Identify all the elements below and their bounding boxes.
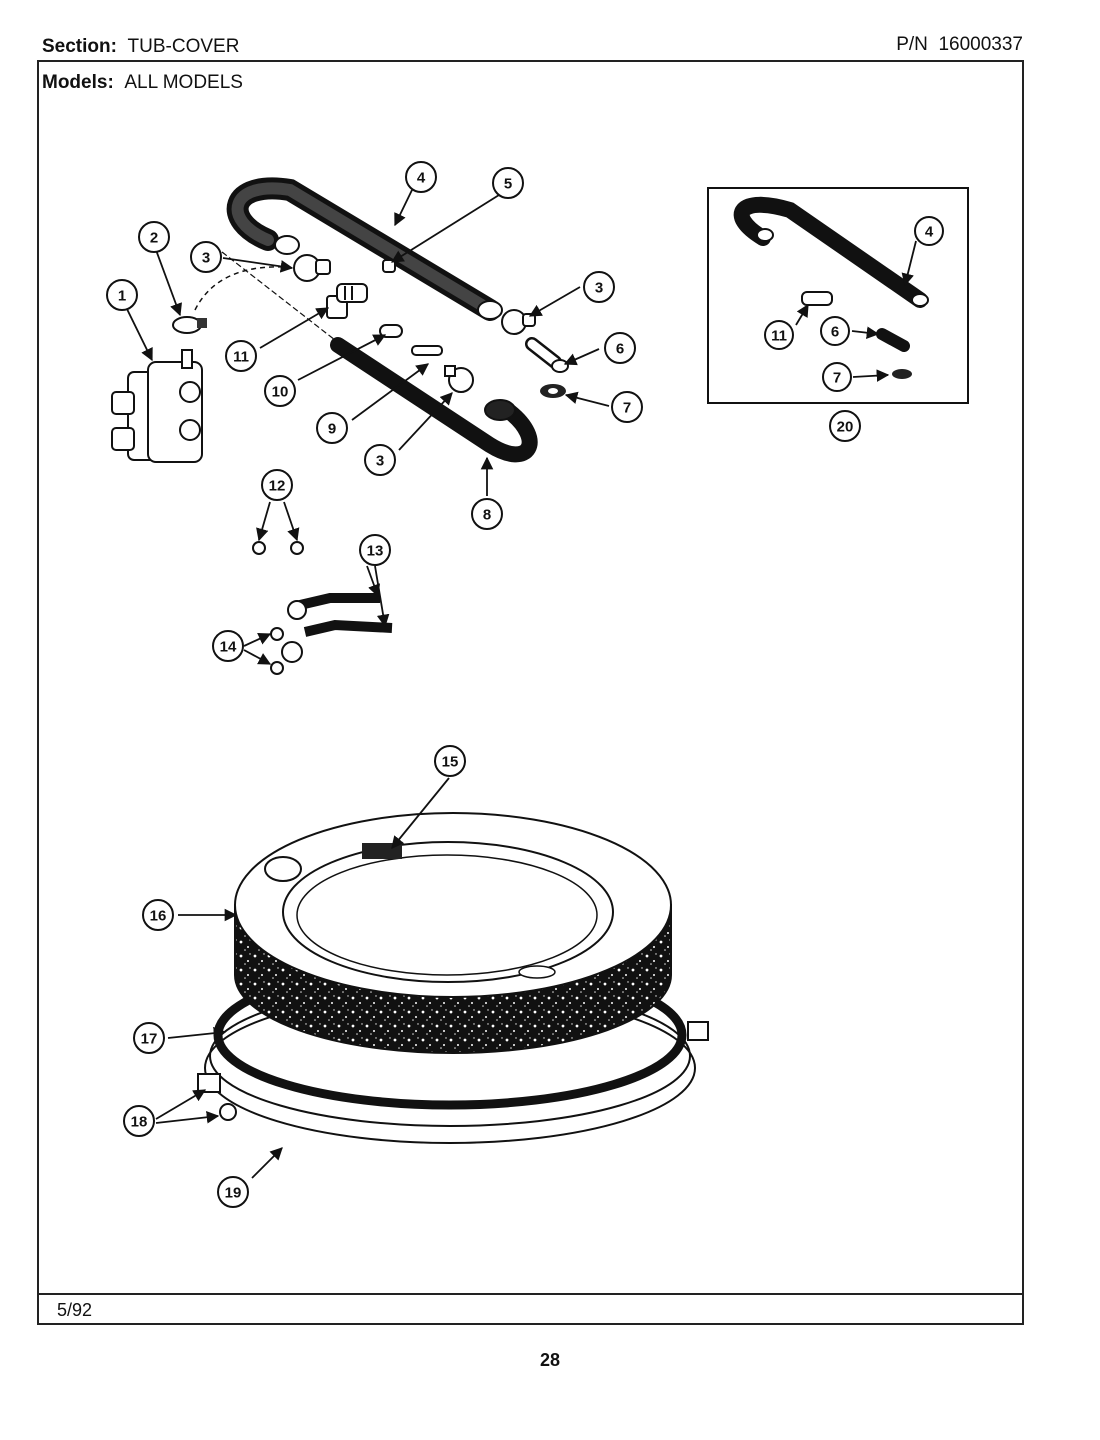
callout-label-8: 8 (483, 507, 491, 524)
callout-7 (611, 391, 643, 423)
elbow-hose-part-6 (525, 337, 569, 373)
callout-3-lower (364, 444, 396, 476)
inset-callout-4 (914, 216, 944, 246)
callout-1 (106, 279, 138, 311)
inset-callout-6 (820, 316, 850, 346)
inset-elbow-part (876, 328, 910, 352)
callout-label-15: 15 (442, 754, 459, 771)
inset-washer-part (892, 369, 912, 379)
inset-callout-11 (764, 320, 794, 350)
callout-label-19: 19 (225, 1185, 242, 1202)
callout-3-upper (190, 241, 222, 273)
screw-part-12a (252, 541, 266, 555)
section-value: TUB-COVER (127, 36, 240, 57)
callout-label-7: 7 (623, 400, 631, 417)
tub-cover-part (234, 812, 672, 1054)
callout-12 (261, 469, 293, 501)
callout-2 (138, 221, 170, 253)
elbow-fitting-upper-part (293, 254, 331, 282)
callout-5 (492, 167, 524, 199)
callout-label-9: 9 (328, 421, 336, 438)
callout-14 (212, 630, 244, 662)
pn-value: 16000337 (938, 34, 1023, 55)
callout-15 (434, 745, 466, 777)
inlet-hoses-part (281, 593, 393, 663)
callout-label-16: 16 (150, 908, 167, 925)
tee-connector-part (326, 283, 368, 319)
callout-11 (225, 340, 257, 372)
callout-3-right (583, 271, 615, 303)
coupling-part-10 (379, 324, 403, 338)
callout-label-18: 18 (131, 1114, 148, 1131)
inset-callout-label-4: 4 (925, 224, 934, 241)
callout-label-10: 10 (272, 384, 289, 401)
callout-label-6: 6 (616, 341, 624, 358)
callout-19 (217, 1176, 249, 1208)
callout-label-14: 14 (220, 639, 237, 656)
nozzle-part-5 (382, 259, 396, 273)
fill-hose-upper-part (226, 177, 503, 321)
elbow-fitting-right-part (501, 309, 536, 335)
callout-label-20: 20 (837, 419, 854, 436)
callout-label-17: 17 (141, 1031, 158, 1048)
hose-clamp-part (172, 316, 207, 334)
inset-callout-label-6: 6 (831, 324, 839, 341)
callout-label-3-right: 3 (595, 280, 603, 297)
inset-callout-7 (822, 362, 852, 392)
revision-date: 5/92 (57, 1300, 93, 1320)
callout-label-3-upper: 3 (202, 250, 210, 267)
callout-label-12: 12 (269, 478, 286, 495)
screw-part-12b (290, 541, 304, 555)
tube-part-9 (411, 345, 443, 356)
part-number-header: P/N 16000337 (896, 34, 1023, 56)
inset-callout-label-7: 7 (833, 370, 841, 387)
models-value: ALL MODELS (124, 72, 243, 93)
callout-label-2: 2 (150, 230, 158, 247)
diagram-frame (37, 60, 1024, 1325)
inset-tee-part (801, 291, 833, 306)
callout-label-4: 4 (417, 170, 426, 187)
fill-hose-lower-part (330, 337, 538, 463)
footer-divider (37, 1293, 1024, 1295)
callout-label-11: 11 (233, 349, 249, 366)
models-header: Models: ALL MODELS (42, 72, 243, 94)
callout-label-5: 5 (504, 176, 512, 193)
section-label: Section: (42, 36, 117, 57)
section-header: Section: TUB-COVER (42, 36, 239, 58)
callout-10 (264, 375, 296, 407)
water-valve-part (111, 349, 203, 463)
inset-callout-label-11: 11 (771, 328, 787, 345)
pn-label: P/N (896, 34, 928, 55)
callout-20 (829, 410, 861, 442)
inset-hose-part (733, 196, 929, 308)
callout-label-3-lower: 3 (376, 453, 384, 470)
cover-label-part (362, 843, 402, 859)
callout-label-13: 13 (367, 543, 384, 560)
callout-4 (405, 161, 437, 193)
elbow-fitting-lower-part (444, 365, 474, 393)
washer-part-7 (540, 384, 566, 398)
callout-18 (123, 1105, 155, 1137)
page-number: 28 (539, 1350, 561, 1370)
callout-9 (316, 412, 348, 444)
washer-part-14a (270, 627, 284, 641)
callout-13 (359, 534, 391, 566)
callout-17 (133, 1022, 165, 1054)
callout-6 (604, 332, 636, 364)
callout-16 (142, 899, 174, 931)
callout-label-1: 1 (118, 288, 126, 305)
models-label: Models: (42, 72, 114, 93)
washer-part-14b (270, 661, 284, 675)
callout-8 (471, 498, 503, 530)
